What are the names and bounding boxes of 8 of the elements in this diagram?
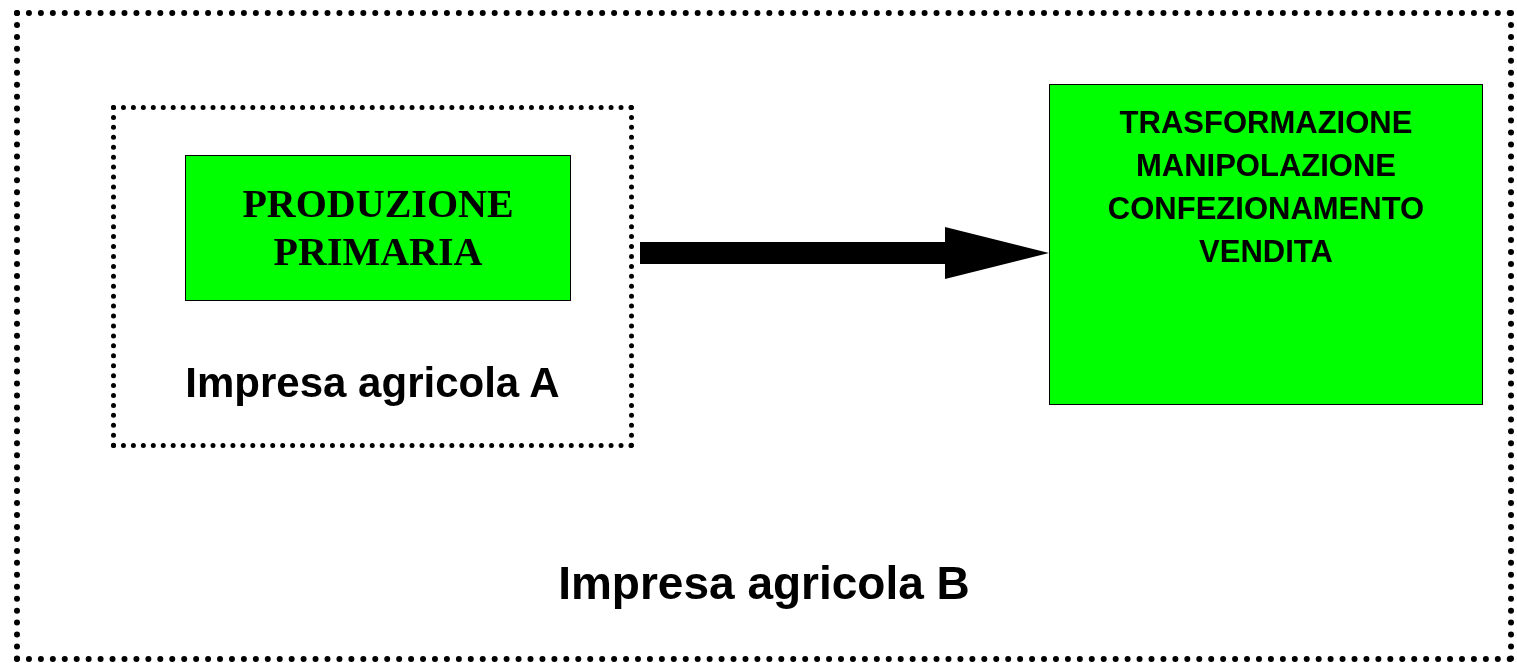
box-text: PRODUZIONE PRIMARIA <box>241 180 515 276</box>
box-text: TRASFORMAZIONE MANIPOLAZIONE CONFEZIONAMENTO VENDITA <box>1106 104 1426 271</box>
process-box <box>185 155 571 301</box>
arrow <box>640 227 1049 279</box>
process-box <box>1049 84 1483 405</box>
outer-dotted-frame <box>14 10 1514 662</box>
frame-label: Impresa agricola A <box>184 362 561 404</box>
inner-dotted-frame <box>111 105 634 448</box>
